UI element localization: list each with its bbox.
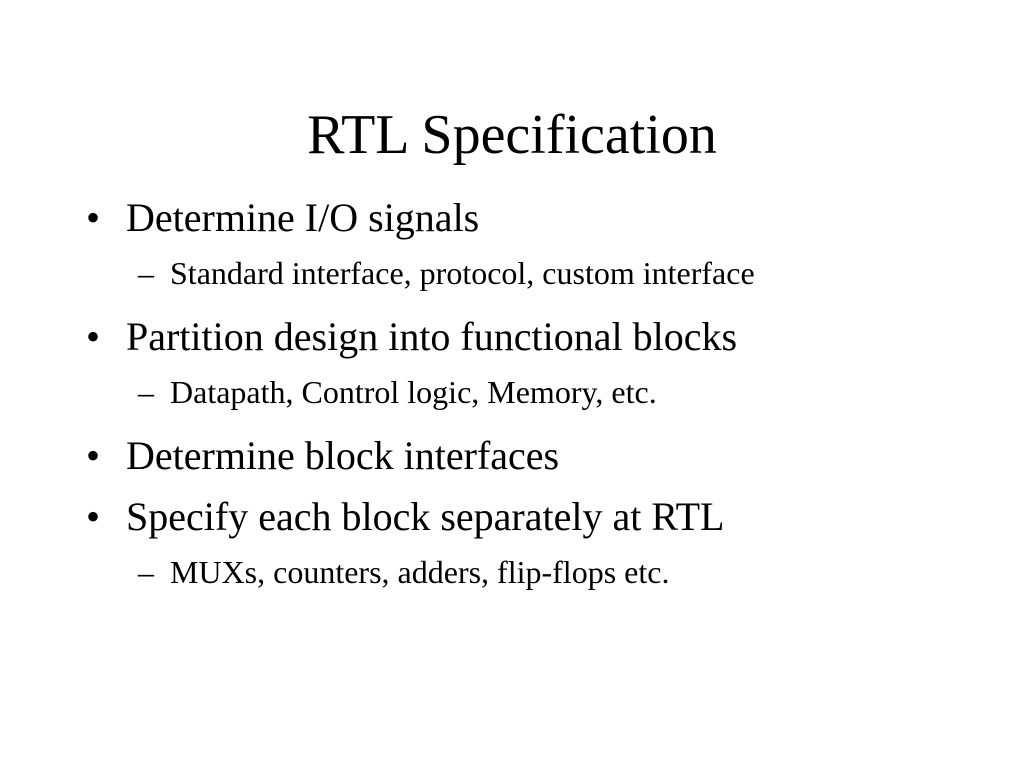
bullet-marker: • [86,433,101,478]
sub-bullet-marker: – [138,554,154,590]
sub-bullet-text: Datapath, Control logic, Memory, etc. [170,374,657,410]
sub-bullet-marker: – [138,255,154,291]
bullet-item: • Partition design into functional block… [86,311,996,363]
slide-title: RTL Specification [307,104,717,166]
sub-bullet-text: MUXs, counters, adders, flip-flops etc. [170,554,670,590]
sub-bullet-item: – MUXs, counters, adders, flip-flops etc… [138,552,996,592]
bullet-text: Determine block interfaces [126,433,560,478]
bullet-marker: • [86,494,101,539]
bullet-list: • Determine I/O signals – Standard inter… [86,192,996,610]
bullet-marker: • [86,314,101,359]
bullet-text: Partition design into functional blocks [126,314,738,359]
bullet-item: • Determine block interfaces [86,430,996,482]
bullet-item: • Specify each block separately at RTL [86,491,996,543]
bullet-marker: • [86,195,101,240]
bullet-item: • Determine I/O signals [86,192,996,244]
sub-bullet-marker: – [138,374,154,410]
sub-bullet-item: – Datapath, Control logic, Memory, etc. [138,372,996,412]
sub-bullet-text: Standard interface, protocol, custom int… [170,255,755,291]
bullet-text: Specify each block separately at RTL [126,494,725,539]
sub-bullet-item: – Standard interface, protocol, custom i… [138,253,996,293]
bullet-text: Determine I/O signals [126,195,480,240]
